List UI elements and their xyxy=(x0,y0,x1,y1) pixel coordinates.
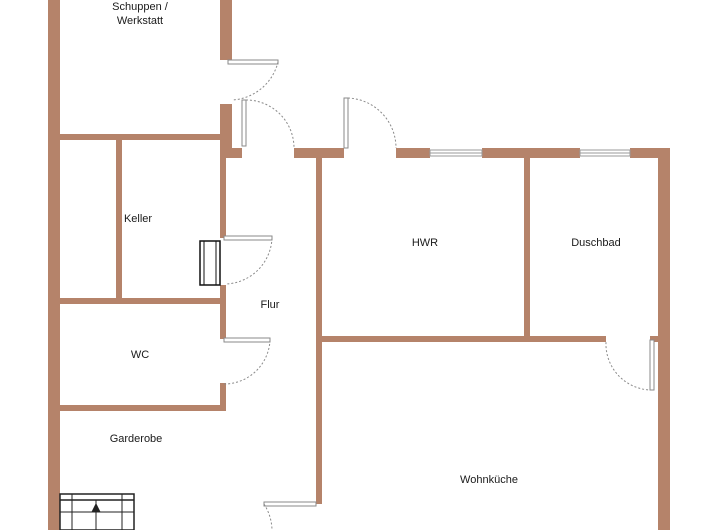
walls xyxy=(48,0,670,530)
stairs xyxy=(199,240,221,286)
room-label-wc: WC xyxy=(130,349,150,361)
wall-keller-north xyxy=(60,134,232,140)
wall-flur-north-stub xyxy=(220,104,232,158)
door-hwr-north xyxy=(343,97,397,149)
wall-hwr-south xyxy=(322,336,606,342)
door-wc xyxy=(223,337,271,385)
room-label-schuppen: Schuppen / Werkstatt xyxy=(112,1,168,27)
room-label-duschbad: Duschbad xyxy=(571,237,621,249)
room-label-hwr: HWR xyxy=(411,237,439,249)
wall-north-main-2 xyxy=(396,148,430,158)
wall-wc-south xyxy=(60,405,226,411)
wall-flur-north-stub-2 xyxy=(232,148,242,158)
windows xyxy=(59,149,631,530)
wall-north-main-3 xyxy=(482,148,580,158)
wall-keller-south xyxy=(60,298,226,304)
doors xyxy=(223,59,655,530)
wall-duschbad-south-stub xyxy=(650,336,658,342)
door-flur-north xyxy=(241,99,295,149)
room-label-garderobe: Garderobe xyxy=(109,433,163,445)
wall-wc-east-upper xyxy=(220,285,226,339)
room-label-keller: Keller xyxy=(123,213,153,225)
wall-keller-divider xyxy=(116,140,122,300)
window-south-garderobe xyxy=(59,493,135,530)
wall-schuppen-east xyxy=(220,0,232,60)
door-wohnkueche xyxy=(263,501,317,530)
window-north-hwr xyxy=(429,149,483,157)
wall-hwr-duschbad-divider xyxy=(524,158,530,338)
wall-north-main-1 xyxy=(294,148,344,158)
wall-east-outer xyxy=(658,148,670,530)
window-north-duschbad xyxy=(579,149,631,157)
wall-wc-east-lower xyxy=(220,383,226,411)
wall-flur-east xyxy=(316,158,322,504)
door-duschbad xyxy=(605,339,655,391)
wall-keller-east xyxy=(220,158,226,238)
wall-north-main-4 xyxy=(630,148,670,158)
door-schuppen xyxy=(227,59,279,101)
room-label-wohnkueche: Wohnküche xyxy=(460,474,518,486)
door-keller xyxy=(223,235,273,285)
room-label-flur: Flur xyxy=(260,299,280,311)
wall-west-outer xyxy=(48,0,60,530)
